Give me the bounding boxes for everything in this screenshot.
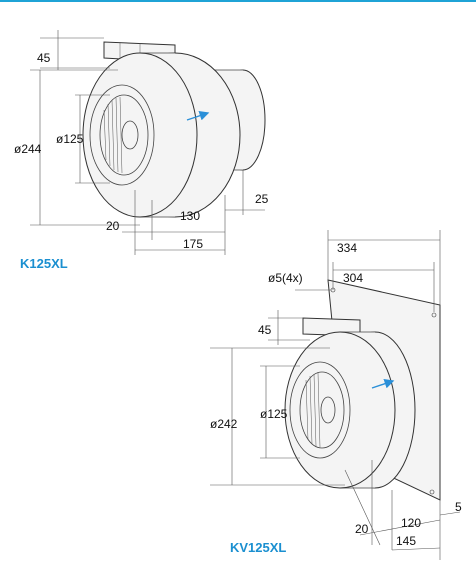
fan1-dim-125: ø125 — [56, 132, 84, 146]
fan2-dim-5x4: ø5(4x) — [268, 271, 303, 285]
fan1-inlet-ring — [89, 84, 155, 186]
fan2-inlet-ring — [289, 361, 351, 459]
fan1-dim-130: 130 — [180, 209, 200, 223]
airflow-arrow-icon — [186, 111, 210, 121]
fan1-drawing: 45 ø244 ø125 20 130 25 175 K125XL — [14, 30, 269, 271]
airflow-arrow-icon — [371, 379, 395, 389]
fan1-dim-45: 45 — [37, 51, 51, 65]
fan2-dim-5: 5 — [455, 500, 462, 514]
fan1-dim-20: 20 — [106, 219, 120, 233]
fan2-model-label: KV125XL — [230, 540, 286, 555]
fan1-dim-25: 25 — [255, 192, 269, 206]
fan2-dim-120: 120 — [401, 516, 421, 530]
fan1-dim-175: 175 — [183, 237, 203, 251]
fan2-dim-242: ø242 — [210, 417, 238, 431]
fan2-dim-45: 45 — [258, 323, 272, 337]
fan1-dim-244: ø244 — [14, 142, 42, 156]
fan2-dim-304: 304 — [343, 271, 363, 285]
fan1-front-face — [82, 52, 198, 218]
fan2-dim-334: 334 — [337, 241, 357, 255]
top-accent-line — [0, 0, 476, 2]
fan2-drawing: 334 304 ø5(4x) 45 ø242 ø125 20 120 5 145… — [210, 230, 462, 560]
fan1-model-label: K125XL — [20, 256, 68, 271]
fan2-dim-145: 145 — [396, 534, 416, 548]
fan2-dim-125: ø125 — [260, 407, 288, 421]
fan2-dim-20: 20 — [355, 522, 369, 536]
fan2-front-face — [284, 331, 396, 489]
